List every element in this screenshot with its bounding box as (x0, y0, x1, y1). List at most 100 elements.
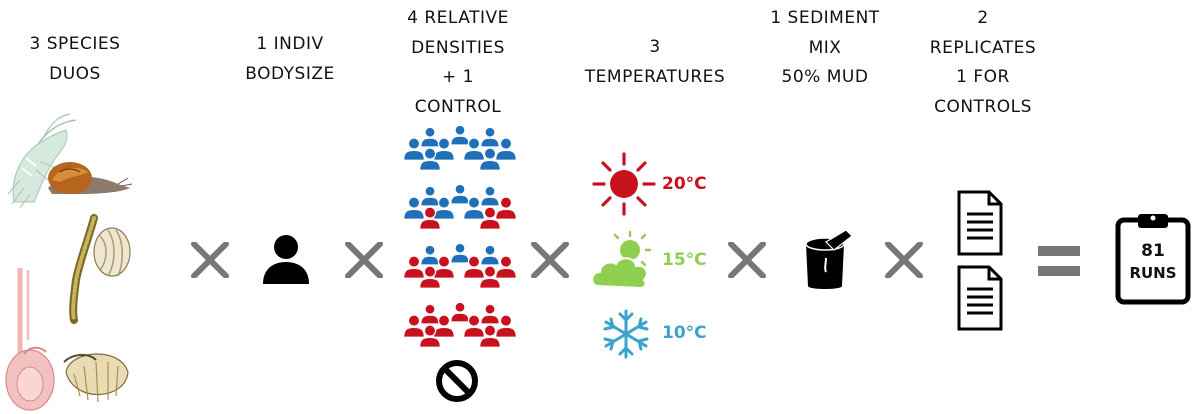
density-group-row (403, 242, 517, 289)
person-mark (437, 255, 451, 268)
person-mark (499, 255, 513, 268)
snowflake-icon (603, 309, 649, 359)
pink-snail-icon (5, 346, 55, 411)
person-mark (433, 326, 455, 338)
person-mark (424, 126, 436, 138)
person-mark (454, 242, 466, 254)
person-mark (495, 149, 517, 161)
worm-icon (69, 214, 98, 324)
person-icon (263, 235, 309, 284)
person-mark (424, 244, 436, 256)
clam-icon (63, 353, 129, 403)
person-mark (423, 265, 437, 278)
density-groups (400, 124, 520, 365)
person-mark (495, 326, 517, 338)
density-groups-svg (403, 124, 517, 348)
person-mark (463, 149, 485, 161)
person-mark (433, 267, 455, 279)
runs-count: 81 (1141, 241, 1165, 261)
person-mark (467, 137, 481, 150)
person-mark (467, 314, 481, 327)
person-mark (419, 277, 441, 289)
person-mark (423, 206, 437, 219)
person-mark (454, 124, 466, 136)
brown-snail-icon (48, 162, 133, 194)
person-mark (433, 208, 455, 220)
person-mark (483, 147, 497, 160)
person-mark (407, 255, 421, 268)
person-mark (499, 196, 513, 209)
person-mark (419, 159, 441, 171)
person-mark (407, 137, 421, 150)
person-mark (407, 196, 421, 209)
document-icon (957, 265, 1003, 331)
multiply-icon (531, 242, 569, 278)
sun-icon (592, 152, 656, 216)
partly-cloudy-icon (591, 230, 652, 290)
person-mark (407, 314, 421, 327)
paint-bucket-icon (800, 229, 853, 289)
person-mark (479, 218, 501, 230)
person-mark (420, 314, 440, 325)
person-mark (463, 208, 485, 220)
multiply-icon (191, 242, 229, 278)
person-mark (423, 147, 437, 160)
shrimp-icon (7, 113, 77, 209)
person-mark (403, 149, 425, 161)
person-mark (433, 149, 455, 161)
person-mark (423, 324, 437, 337)
person-mark (479, 277, 501, 289)
person-mark (484, 126, 496, 138)
density-group-row (403, 301, 517, 348)
person-mark (437, 196, 451, 209)
person-mark (450, 135, 470, 146)
person-mark (419, 336, 441, 348)
document-icon (957, 190, 1003, 256)
multiply-icon (345, 242, 383, 278)
person-mark (479, 336, 501, 348)
person-mark (454, 183, 466, 195)
density-group-row (403, 183, 517, 230)
temp-label-high: 20°C (662, 174, 707, 194)
tube-worm-icon (17, 268, 30, 360)
person-mark (467, 196, 481, 209)
person-mark (437, 137, 451, 150)
person-mark (499, 137, 513, 150)
person-mark (484, 303, 496, 315)
person-mark (420, 137, 440, 148)
person-mark (484, 185, 496, 197)
runs-label: RUNS (1129, 264, 1177, 282)
person-mark (483, 206, 497, 219)
person-mark (450, 253, 470, 264)
person-mark (419, 218, 441, 230)
person-mark (480, 137, 500, 148)
person-mark (424, 185, 436, 197)
person-mark (495, 267, 517, 279)
person-mark (403, 208, 425, 220)
species-illustrations (5, 113, 133, 411)
person-mark (424, 303, 436, 315)
person-mark (479, 159, 501, 171)
person-mark (499, 314, 513, 327)
person-mark (463, 267, 485, 279)
person-mark (495, 208, 517, 220)
person-mark (480, 314, 500, 325)
multiply-icon (728, 242, 766, 278)
striped-snail-icon (93, 227, 131, 277)
person-mark (420, 196, 440, 207)
person-mark (420, 255, 440, 266)
person-mark (480, 255, 500, 266)
person-mark (403, 267, 425, 279)
prohibited-icon (436, 360, 478, 402)
temp-label-mid: 15°C (662, 250, 707, 270)
density-group-row (403, 124, 517, 171)
person-mark (483, 324, 497, 337)
person-mark (483, 265, 497, 278)
person-mark (450, 194, 470, 205)
